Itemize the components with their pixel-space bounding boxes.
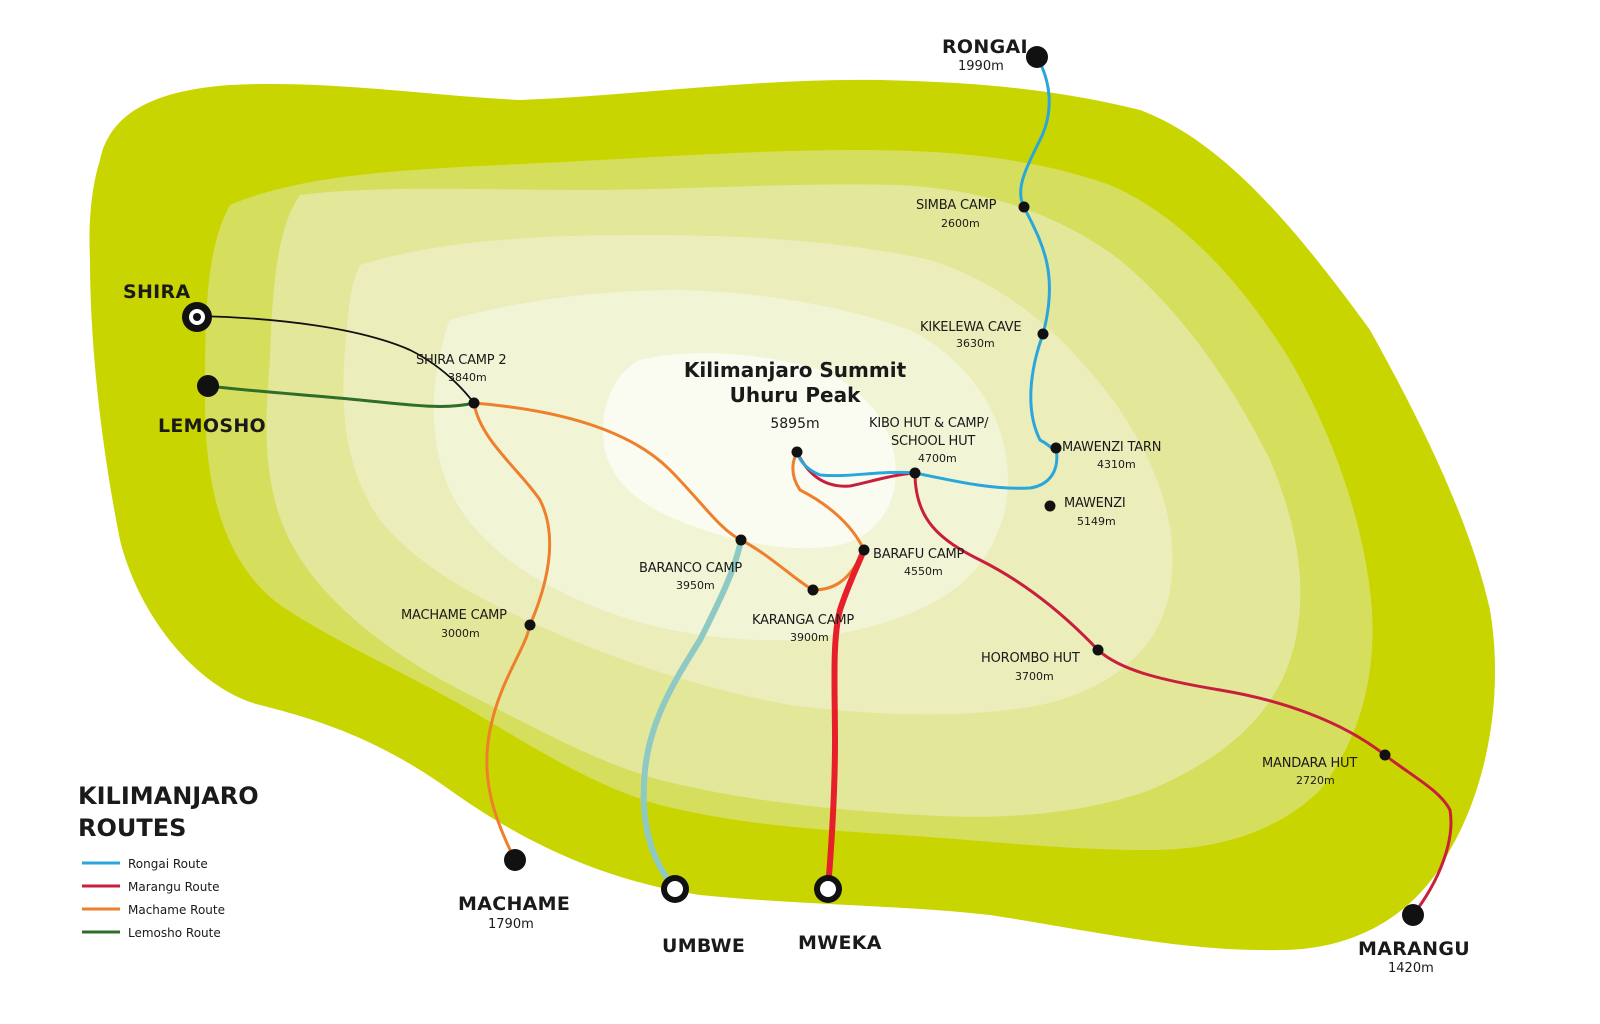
marangu-label: MARANGU: [1358, 938, 1470, 960]
rongai-altitude: 1990m: [958, 59, 1004, 74]
lemosho-label: LEMOSHO: [158, 415, 266, 437]
horombo-hut-marker: [1092, 644, 1104, 656]
mawenzi-tarn-marker: [1050, 442, 1062, 454]
baranco-camp-marker: [735, 534, 747, 546]
machame-upper-line: [472, 401, 866, 592]
baranco-camp-label: BARANCO CAMP: [639, 561, 742, 576]
legend: KILIMANJARO ROUTES Rongai Route Marangu …: [78, 782, 259, 940]
umbwe-label: UMBWE: [662, 935, 745, 957]
mawenzi-tarn-label: MAWENZI TARN: [1062, 440, 1161, 455]
trailhead-labels: RONGAI 1990m SHIRA LEMOSHO MACHAME 1790m…: [123, 36, 1470, 976]
machame-trailhead-marker: [504, 849, 526, 871]
horombo-hut-altitude: 3700m: [1015, 670, 1054, 683]
shira-camp2-marker: [468, 397, 480, 409]
simba-camp-label: SIMBA CAMP: [916, 198, 997, 213]
legend-label-lemosho: Lemosho Route: [128, 926, 221, 940]
umbwe-route-line: [640, 537, 744, 891]
legend-label-rongai: Rongai Route: [128, 857, 208, 871]
summit-title-line2: Uhuru Peak: [730, 383, 862, 407]
kibo-hut-label-line2: SCHOOL HUT: [891, 434, 975, 449]
baranco-camp-altitude: 3950m: [676, 579, 715, 592]
mawenzi-altitude: 5149m: [1077, 515, 1116, 528]
shira-camp2-altitude: 3840m: [448, 371, 487, 384]
summit-label: Kilimanjaro Summit Uhuru Peak 5895m: [684, 358, 907, 432]
lemosho-route-line: [206, 384, 476, 408]
legend-title-line1: KILIMANJARO: [78, 782, 259, 810]
zone-summit: [603, 353, 896, 549]
trailhead-markers: [182, 46, 1424, 926]
karanga-camp-marker: [807, 584, 819, 596]
simba-camp-marker: [1018, 201, 1030, 213]
rongai-trailhead-marker: [1026, 46, 1048, 68]
machame-camp-marker: [524, 619, 536, 631]
kibo-hut-altitude: 4700m: [918, 452, 957, 465]
kibo-hut-label-line1: KIBO HUT & CAMP/: [869, 416, 989, 431]
mandara-hut-marker: [1379, 749, 1391, 761]
legend-title-line2: ROUTES: [78, 814, 186, 842]
umbwe-trailhead-marker: [661, 875, 689, 903]
barafu-camp-marker: [858, 544, 870, 556]
barafu-camp-altitude: 4550m: [904, 565, 943, 578]
marangu-trailhead-marker: [1402, 904, 1424, 926]
karanga-camp-altitude: 3900m: [790, 631, 829, 644]
horombo-hut-label: HOROMBO HUT: [981, 651, 1080, 666]
mweka-label: MWEKA: [798, 932, 882, 954]
mawenzi-marker: [1044, 500, 1056, 512]
kibo-hut-marker: [909, 467, 921, 479]
kikelewa-cave-altitude: 3630m: [956, 337, 995, 350]
kikelewa-cave-label: KIKELEWA CAVE: [920, 320, 1021, 335]
camp-labels: SIMBA CAMP 2600m KIKELEWA CAVE 3630m SHI…: [401, 198, 1358, 787]
summit-altitude: 5895m: [770, 416, 819, 432]
mandara-hut-altitude: 2720m: [1296, 774, 1335, 787]
rongai-route-line: [795, 55, 1059, 490]
legend-label-machame: Machame Route: [128, 903, 225, 917]
mweka-trailhead-marker: [814, 875, 842, 903]
camp-markers: [468, 201, 1391, 761]
kikelewa-cave-marker: [1037, 328, 1049, 340]
marangu-route-line: [795, 450, 1453, 917]
shira-label: SHIRA: [123, 281, 191, 303]
karanga-camp-label: KARANGA CAMP: [752, 613, 854, 628]
shira-camp2-label: SHIRA CAMP 2: [416, 353, 506, 368]
marangu-altitude: 1420m: [1388, 961, 1434, 976]
machame-camp-altitude: 3000m: [441, 627, 480, 640]
rongai-label: RONGAI: [942, 36, 1028, 58]
legend-label-marangu: Marangu Route: [128, 880, 219, 894]
shira-route-line: [197, 315, 475, 404]
lemosho-trailhead-marker: [197, 375, 219, 397]
machame-altitude: 1790m: [488, 917, 534, 932]
simba-camp-altitude: 2600m: [941, 217, 980, 230]
barafu-camp-label: BARAFU CAMP: [873, 547, 965, 562]
machame-camp-label: MACHAME CAMP: [401, 608, 507, 623]
elevation-zones: [89, 79, 1496, 951]
mawenzi-tarn-altitude: 4310m: [1097, 458, 1136, 471]
mawenzi-label: MAWENZI: [1064, 496, 1126, 511]
mandara-hut-label: MANDARA HUT: [1262, 756, 1357, 771]
summit-title-line1: Kilimanjaro Summit: [684, 358, 907, 382]
shira-trailhead-marker: [182, 302, 212, 332]
machame-label: MACHAME: [458, 893, 570, 915]
summit-marker: [791, 446, 803, 458]
mweka-route-line: [825, 547, 867, 891]
